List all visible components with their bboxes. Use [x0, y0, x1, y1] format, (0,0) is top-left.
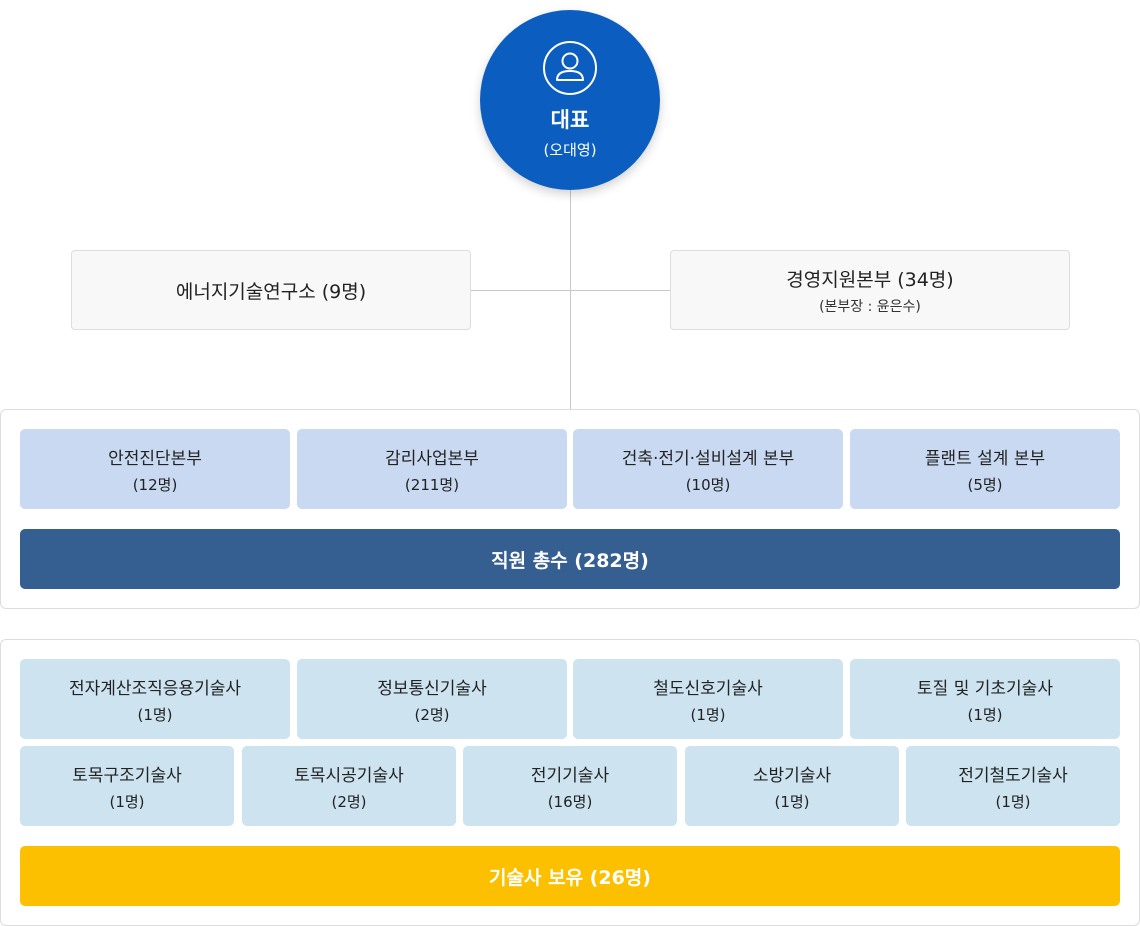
horizontal-connector-line [470, 290, 670, 291]
ceo-title: 대표 [550, 108, 590, 132]
certification-tile: 철도신호기술사 (1명) [573, 659, 843, 739]
certification-name: 전기철도기술사 [958, 765, 1068, 786]
department-name: 감리사업본부 [385, 448, 479, 469]
department-name: 건축·전기·설비설계 본부 [621, 448, 795, 469]
certification-name: 소방기술사 [752, 765, 832, 786]
certification-name: 토질 및 기초기술사 [917, 678, 1053, 699]
certification-panel: 전자계산조직응용기술사 (1명) 정보통신기술사 (2명) 철도신호기술사 (1… [0, 639, 1140, 926]
department-tile: 안전진단본부 (12명) [20, 429, 290, 509]
certification-count: (1명) [774, 792, 810, 811]
certification-count: (1명) [690, 705, 726, 724]
certification-tile: 전기기술사 (16명) [463, 746, 677, 826]
certification-count: (1명) [109, 792, 145, 811]
department-name: 안전진단본부 [108, 448, 202, 469]
certification-total-bar: 기술사 보유 (26명) [20, 846, 1120, 906]
certification-tile: 토질 및 기초기술사 (1명) [850, 659, 1120, 739]
department-tile: 플랜트 설계 본부 (5명) [850, 429, 1120, 509]
certification-name: 정보통신기술사 [377, 678, 487, 699]
department-count: (5명) [967, 475, 1003, 494]
ceo-name: (오대영) [543, 141, 597, 159]
research-institute-box: 에너지기술연구소 (9명) [71, 250, 471, 330]
certification-count: (1명) [995, 792, 1031, 811]
certification-name: 철도신호기술사 [653, 678, 763, 699]
certification-tile: 전기철도기술사 (1명) [906, 746, 1120, 826]
staff-panel: 안전진단본부 (12명) 감리사업본부 (211명) 건축·전기·설비설계 본부… [0, 409, 1140, 609]
certification-count: (2명) [331, 792, 367, 811]
ceo-node: 대표 (오대영) [480, 10, 660, 190]
certification-count: (1명) [137, 705, 173, 724]
department-count: (10명) [685, 475, 731, 494]
department-tile: 감리사업본부 (211명) [297, 429, 567, 509]
certification-count: (2명) [414, 705, 450, 724]
department-count: (211명) [404, 475, 460, 494]
certification-tile: 소방기술사 (1명) [685, 746, 899, 826]
management-support-head: (본부장 : 윤은수) [819, 298, 921, 315]
department-count: (12명) [132, 475, 178, 494]
vertical-connector-line [570, 188, 571, 410]
certification-tile: 토목구조기술사 (1명) [20, 746, 234, 826]
management-support-box: 경영지원본부 (34명) (본부장 : 윤은수) [670, 250, 1070, 330]
management-support-title: 경영지원본부 (34명) [786, 268, 954, 291]
certification-tile: 토목시공기술사 (2명) [242, 746, 456, 826]
certification-name: 전자계산조직응용기술사 [68, 678, 242, 699]
certification-count: (16명) [547, 792, 593, 811]
certification-name: 토목구조기술사 [72, 765, 182, 786]
certification-count: (1명) [967, 705, 1003, 724]
certification-name: 토목시공기술사 [294, 765, 404, 786]
staff-total-bar: 직원 총수 (282명) [20, 529, 1120, 589]
certification-tile: 전자계산조직응용기술사 (1명) [20, 659, 290, 739]
department-name: 플랜트 설계 본부 [924, 448, 1046, 469]
department-tile: 건축·전기·설비설계 본부 (10명) [573, 429, 843, 509]
user-icon [543, 41, 597, 95]
certification-name: 전기기술사 [530, 765, 610, 786]
research-institute-title: 에너지기술연구소 (9명) [175, 280, 367, 303]
certification-tile: 정보통신기술사 (2명) [297, 659, 567, 739]
